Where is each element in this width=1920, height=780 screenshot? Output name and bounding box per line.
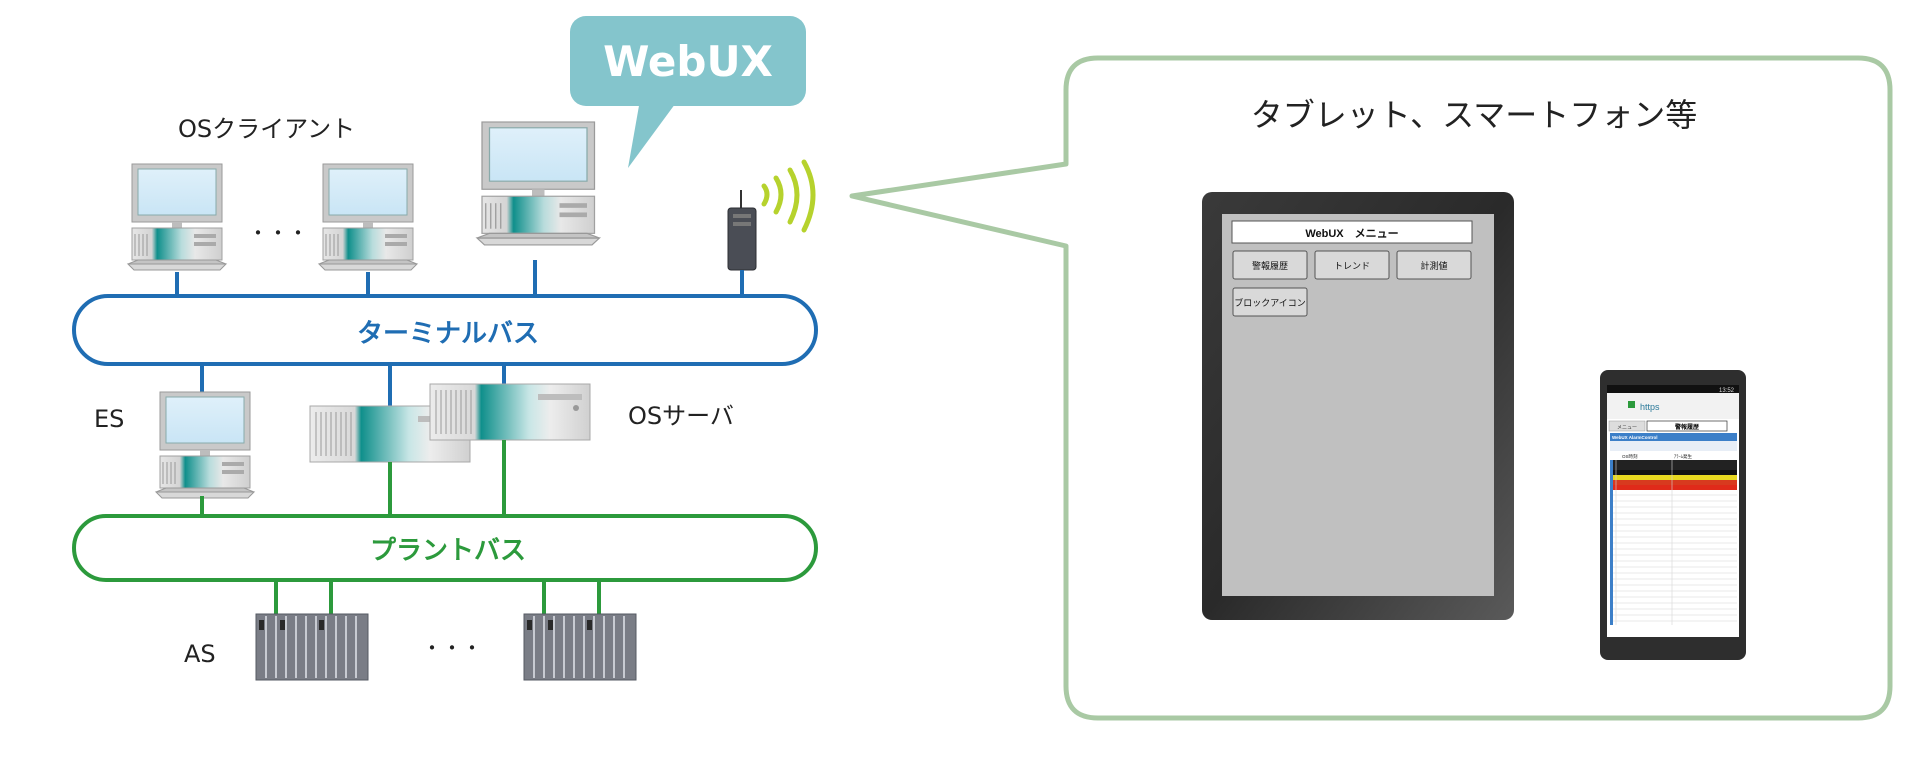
phone-tab-menu[interactable]: メニュー: [1608, 420, 1646, 432]
smartphone-device: 13:52 https メニュー 警報履歴 WebUX AlarmControl…: [1600, 370, 1746, 660]
mid-connections-blue: [200, 364, 506, 406]
phone-status-time: 13:52: [1719, 388, 1735, 394]
os-server-label: OSサーバ: [628, 402, 734, 430]
as-label: AS: [184, 640, 216, 668]
automation-system-rack: [255, 613, 369, 681]
tablet-button-block-icon[interactable]: ブロックアイコン: [1232, 287, 1308, 317]
tablet-device: WebUX メニュー 警報履歴 トレンド 計測値 ブロックアイコン: [1202, 192, 1514, 620]
terminal-bus: ターミナルバス: [72, 294, 818, 366]
webux-bubble: WebUX: [570, 16, 806, 168]
wireless-access-point-icon: [727, 190, 757, 271]
plant-bus-label: プラントバス: [370, 536, 526, 566]
phone-app-title: WebUX AlarmControl: [1612, 435, 1658, 440]
tablet-menu-title-box: [1231, 220, 1473, 244]
lock-icon: [1628, 401, 1635, 408]
phone-tab-label: 警報履歴: [1674, 423, 1699, 431]
tablet-button-measured-value[interactable]: 計測値: [1396, 250, 1472, 280]
tablet-button-trend[interactable]: トレンド: [1314, 250, 1390, 280]
tablet-button-label: 警報履歴: [1252, 260, 1288, 271]
phone-col-header-alarm: ｱﾗｰﾑ発生: [1674, 453, 1692, 460]
os-client-computer: [127, 163, 227, 271]
tablet-button-label: ブロックアイコン: [1234, 297, 1306, 308]
tablet-button-label: 計測値: [1420, 260, 1447, 271]
wifi-signal-icon: [761, 159, 816, 233]
terminal-bus-connections: [175, 260, 744, 296]
os-client-computer: [318, 163, 418, 271]
engineering-station-computer: [155, 391, 255, 499]
phone-address-bar[interactable]: https: [1607, 393, 1739, 419]
phone-alarm-table: [1610, 460, 1737, 625]
phone-tab-alarm-history[interactable]: 警報履歴: [1646, 420, 1728, 432]
ellipsis-bottom: ・・・: [422, 636, 482, 660]
tablet-button-alarm-history[interactable]: 警報履歴: [1232, 250, 1308, 280]
phone-col-header-time: OS時刻: [1622, 453, 1638, 460]
os-server: [429, 383, 591, 441]
webux-bubble-text: WebUX: [603, 37, 773, 86]
plant-bus-connections: [200, 440, 506, 516]
es-label: ES: [94, 405, 124, 433]
terminal-bus-label: ターミナルバス: [357, 319, 539, 349]
plant-bus: プラントバス: [72, 514, 818, 582]
callout-title: タブレット、スマートフォン等: [1251, 96, 1697, 134]
tablet-menu-title: WebUX メニュー: [1305, 228, 1398, 240]
as-connections: [274, 580, 601, 614]
tablet-button-label: トレンド: [1334, 261, 1370, 271]
os-client-computer-large: [476, 121, 601, 246]
automation-system-rack: [523, 613, 637, 681]
ellipsis-top: ・・・: [248, 221, 308, 245]
phone-tab-label: メニュー: [1617, 425, 1637, 431]
phone-url: https: [1640, 402, 1660, 412]
os-clients-label: OSクライアント: [178, 115, 355, 143]
